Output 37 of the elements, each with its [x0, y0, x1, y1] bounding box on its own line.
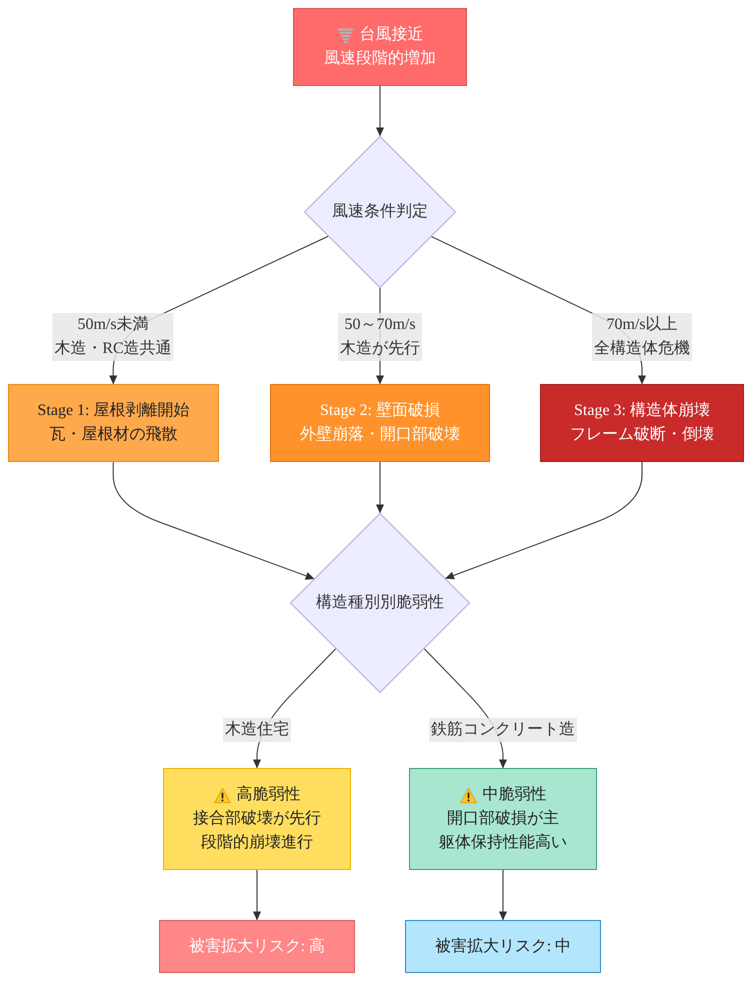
flow-arrow	[252, 870, 262, 920]
process-box	[8, 384, 219, 462]
process-box	[270, 384, 490, 462]
node-text: 中脆弱性	[482, 784, 546, 805]
flow-arrow	[376, 86, 384, 136]
flow-arrow	[445, 462, 642, 580]
process-box	[405, 920, 601, 973]
node-text: 瓦・屋根材の飛散	[50, 424, 178, 445]
node-text: 被害拡大リスク: 高	[188, 936, 326, 956]
node-text: 接合部破壊が先行	[193, 808, 321, 829]
node-text: Stage 1: 屋根剥離開始	[38, 401, 190, 421]
edge-label: 木造住宅	[223, 718, 291, 742]
node-text: 外壁崩落・開口部破壊	[300, 424, 460, 445]
edge-label: 70m/s以上全構造体危機	[592, 313, 692, 361]
process-box	[409, 768, 597, 870]
node-text: 風速条件判定	[332, 202, 428, 222]
node-text: 段階的崩壊進行	[201, 832, 313, 853]
flow-arrow	[112, 462, 315, 580]
edge-label: 50～70m/s木造が先行	[338, 313, 422, 361]
node-text: 構造種別別脆弱性	[316, 592, 444, 613]
node-text: 高脆弱性	[236, 784, 300, 805]
node-text: Stage 3: 構造体崩壊	[574, 400, 710, 421]
flow-arrow	[376, 462, 384, 514]
node-text: Stage 2: 壁面破損	[320, 400, 440, 421]
node-text: フレーム破断・倒壊	[570, 424, 714, 445]
edge-label: 鉄筋コンクリート造	[429, 718, 577, 742]
node-text: 風速段階的増加	[324, 48, 436, 69]
process-box	[540, 384, 744, 462]
edge-label: 50m/s未満木造・RC造共通	[52, 313, 174, 361]
node-text: 躯体保持性能高い	[439, 832, 567, 853]
node-text: 被害拡大リスク: 中	[434, 936, 572, 956]
flow-arrow	[498, 870, 508, 920]
process-box	[159, 920, 355, 973]
node-text: 開口部破損が主	[447, 808, 559, 829]
node-text: 台風接近	[360, 24, 424, 45]
process-box	[163, 768, 351, 870]
process-box	[293, 8, 467, 86]
